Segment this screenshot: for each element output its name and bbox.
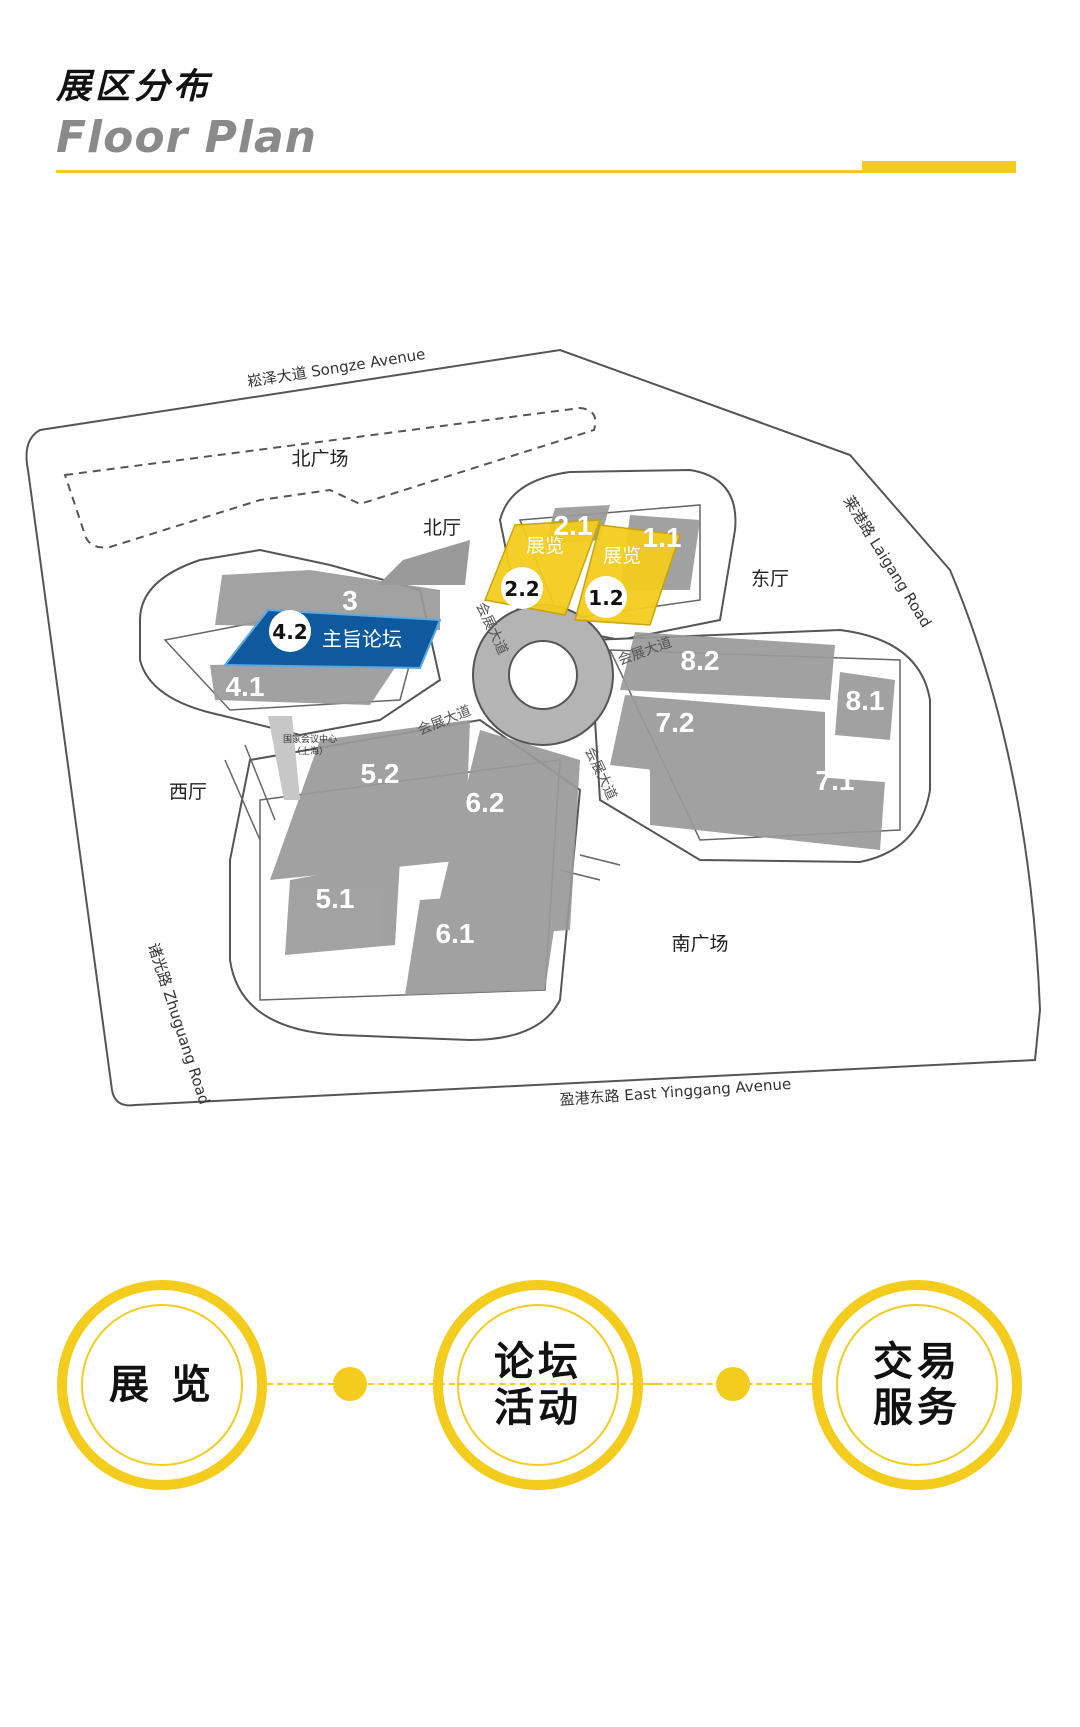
hall-label-7-2: 7.2 [656, 707, 695, 738]
hall-label-7-1: 7.1 [816, 765, 855, 796]
north-hall-label: 北厅 [423, 517, 461, 539]
tab-ring [812, 1280, 1022, 1490]
north-plaza-area [63, 406, 597, 549]
north-plaza-label: 北广场 [291, 448, 348, 470]
tab-ring [433, 1280, 643, 1490]
hall-label-6-1: 6.1 [436, 918, 475, 949]
connector-dot-1 [333, 1367, 367, 1401]
hall-label-2-1: 2.1 [554, 510, 593, 541]
exhibit-label-2-2: 展览 [526, 535, 564, 557]
tab-forum-label-line2: 活动 [494, 1385, 582, 1431]
hall-badge-2-2: 2.2 [504, 577, 539, 601]
hall-label-6-2: 6.2 [466, 787, 505, 818]
tab-exhibition-label: 展 览 [109, 1362, 215, 1408]
nccc-label: 国家会议中心 [283, 733, 337, 745]
tab-trade-services[interactable]: 交易 服务 [812, 1280, 1022, 1490]
south-plaza-label: 南广场 [671, 933, 728, 955]
west-hall-label: 西厅 [169, 781, 207, 803]
floor-plan-map: 3 4.1 2.1 1.1 8.2 8.1 7.2 7.1 5.2 6.2 5.… [25, 345, 1042, 1109]
hall-8-2 [620, 632, 835, 700]
hall-5-1 [285, 860, 400, 955]
header-divider [56, 170, 1016, 173]
hall-badge-1-2: 1.2 [588, 586, 623, 610]
nccc-city-label: （上海） [292, 745, 328, 757]
tab-ring [57, 1280, 267, 1490]
hall-5-2 [270, 720, 470, 880]
tab-inner: 展 览 [81, 1304, 243, 1466]
tab-inner: 交易 服务 [836, 1304, 998, 1466]
hall-label-3: 3 [342, 585, 358, 616]
page-subtitle: Floor Plan [56, 112, 317, 163]
tab-inner: 论坛 活动 [457, 1304, 619, 1466]
page-title: 展区分布 [56, 67, 213, 107]
hall-label-4-1: 4.1 [226, 671, 265, 702]
hall-4-1 [210, 660, 400, 705]
hall-6-1 [405, 890, 560, 995]
hall-label-5-2: 5.2 [361, 758, 400, 789]
hall-label-1-1: 1.1 [643, 522, 682, 553]
tab-exhibition[interactable]: 展 览 [57, 1280, 267, 1490]
hall-label-5-1: 5.1 [316, 883, 355, 914]
hall-7-1 [650, 765, 885, 850]
exhibit-label-1-2: 展览 [603, 545, 641, 567]
connector-dot-2 [716, 1367, 750, 1401]
hall-6-2 [430, 730, 580, 940]
hall-badge-4-2: 4.2 [272, 620, 307, 644]
hall-label-8-1: 8.1 [846, 685, 885, 716]
east-hall-label: 东厅 [751, 568, 789, 590]
hall-label-8-2: 8.2 [681, 645, 720, 676]
forum-label: 主旨论坛 [322, 627, 402, 651]
tab-trade-label-line2: 服务 [873, 1385, 961, 1431]
tab-forum-label-line1: 论坛 [494, 1339, 582, 1385]
header-accent-bar [862, 161, 1016, 172]
tab-trade-label-line1: 交易 [873, 1339, 961, 1385]
tab-forum-activities[interactable]: 论坛 活动 [433, 1280, 643, 1490]
hall-8-1 [835, 672, 895, 740]
